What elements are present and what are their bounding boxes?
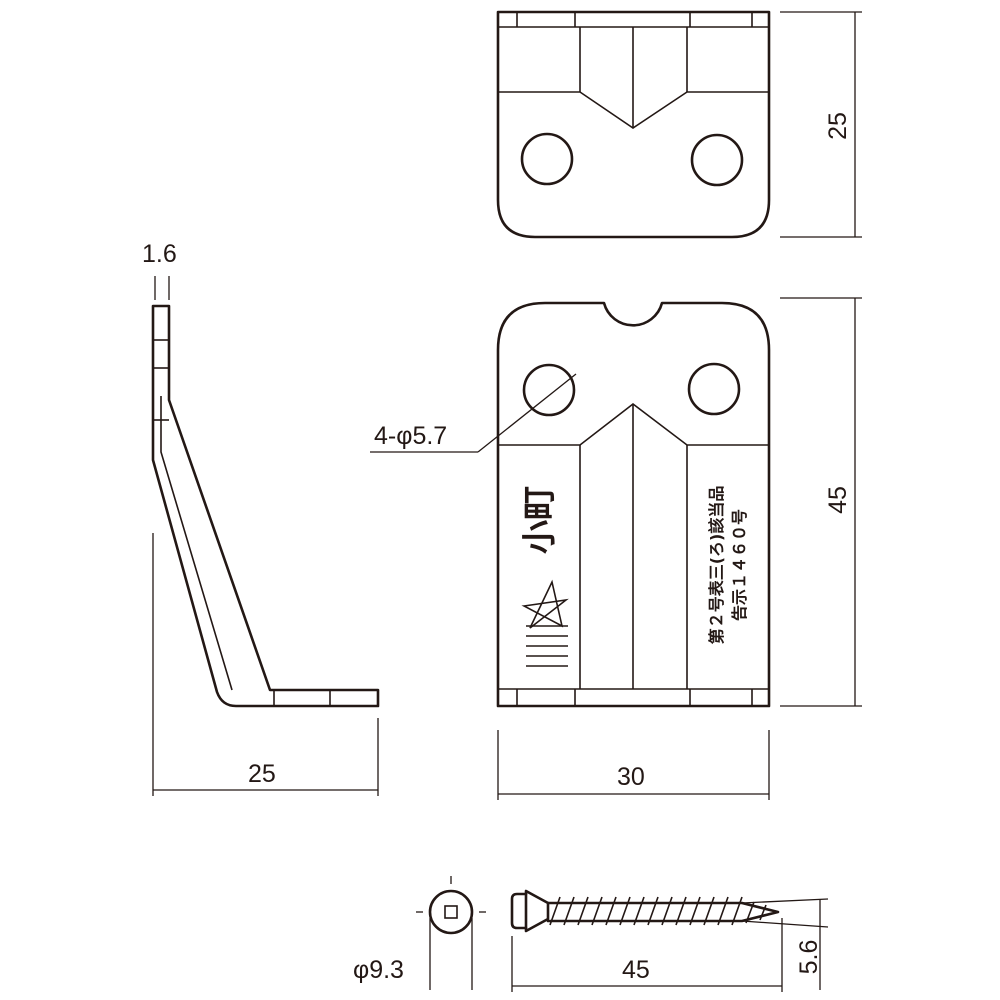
front-view-outline <box>496 301 771 708</box>
screw-head-side <box>510 892 528 930</box>
top-hole-right <box>690 133 744 187</box>
top-view-outline <box>496 10 771 239</box>
top-view: 25 <box>496 10 862 239</box>
screw-length-dimension: 45 <box>622 956 650 984</box>
front-hole-left <box>522 363 576 417</box>
side-view: 1.6 25 <box>142 240 380 796</box>
front-width-dimension: 30 <box>617 763 645 791</box>
side-width-dimension: 25 <box>248 760 276 788</box>
screw-view: φ9.3 45 5.6 <box>353 876 829 992</box>
side-profile-outline <box>151 304 380 708</box>
top-hole-left <box>520 132 574 186</box>
star-logo <box>521 579 569 667</box>
screw-head-dia-dimension: φ9.3 <box>353 956 404 984</box>
screw-shank-dia-dimension: 5.6 <box>795 940 823 975</box>
front-height-dimension: 45 <box>824 486 852 514</box>
screw-thread <box>549 896 767 926</box>
thickness-dimension: 1.6 <box>142 240 177 268</box>
certification-marking-line2: 第２号表三(ろ)該当品 <box>707 486 726 645</box>
side-profile-inner-bend <box>160 396 233 691</box>
screw-head-end-view <box>428 889 474 935</box>
top-height-dimension: 25 <box>824 112 852 140</box>
front-hole-right <box>687 362 741 416</box>
hole-callout: 4-φ5.7 <box>374 422 447 450</box>
brand-marking: 小町 <box>520 486 560 554</box>
front-view: 小町 告示１４６０号 第２号表三(ろ)該当品 4-φ5.7 45 30 <box>370 297 862 800</box>
certification-marking-line1: 告示１４６０号 <box>730 509 749 621</box>
